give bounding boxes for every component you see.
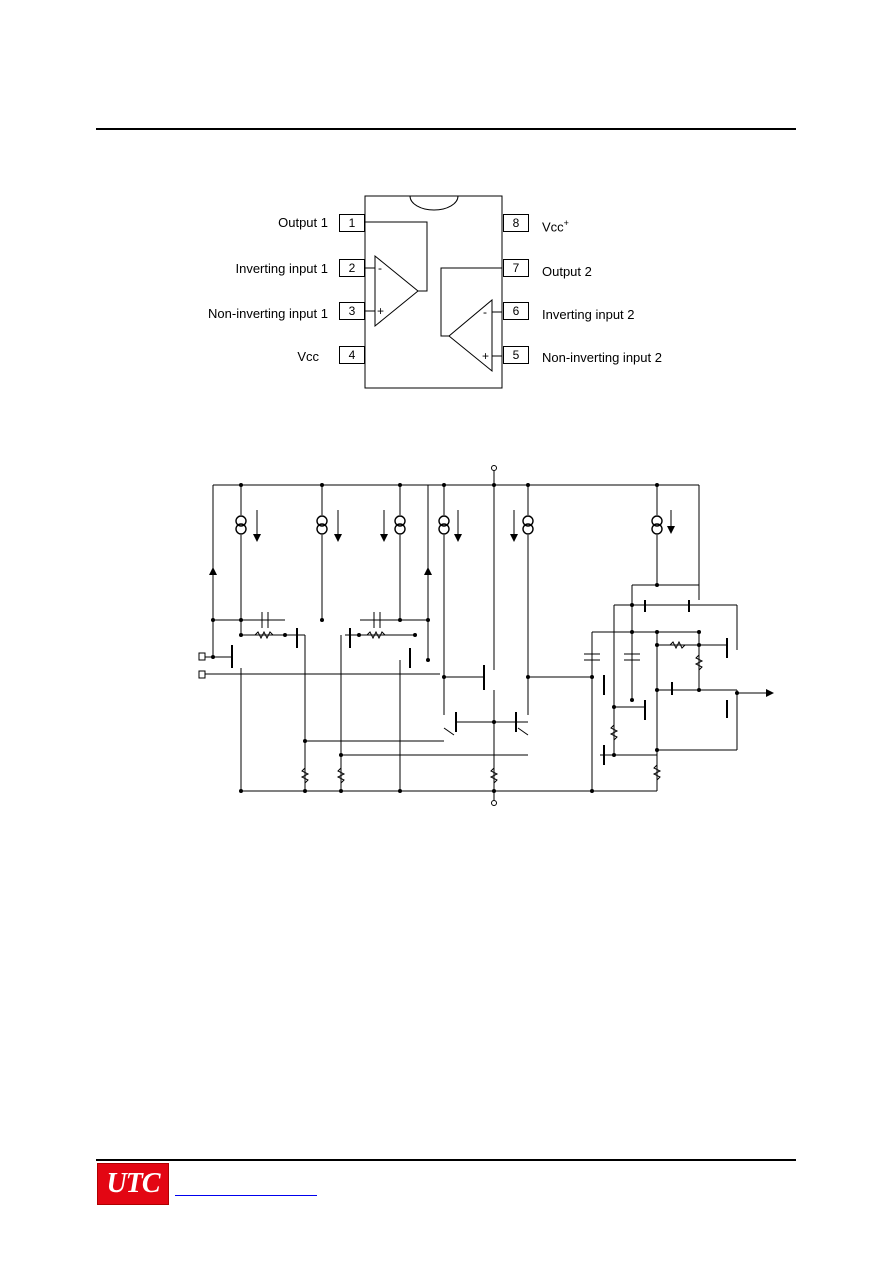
website-link-underline[interactable]	[175, 1195, 317, 1196]
pin-3-label: Non-inverting input 1	[208, 306, 328, 321]
pin-6-box: 6	[503, 302, 529, 320]
pin-4-label: Vcc	[297, 349, 319, 364]
pin-4-box: 4	[339, 346, 365, 364]
equivalent-circuit-schematic	[198, 465, 774, 806]
pin-3-box: 3	[339, 302, 365, 320]
utc-logo: UTC	[97, 1163, 169, 1205]
pin-2-label: Inverting input 1	[235, 261, 328, 276]
pin-8-label: Vcc+	[542, 218, 569, 235]
pin-2-box: 2	[339, 259, 365, 277]
pin-1-box: 1	[339, 214, 365, 232]
pin-1-label: Output 1	[278, 215, 328, 230]
opamp1-minus-sign: -	[378, 261, 382, 275]
pin-7-box: 7	[503, 259, 529, 277]
dip8-package-drawing: - + - +	[364, 195, 503, 389]
footer-rule	[96, 1159, 796, 1161]
pin-7-label: Output 2	[542, 264, 592, 279]
pin-5-label: Non-inverting input 2	[542, 350, 662, 365]
pin-5-box: 5	[503, 346, 529, 364]
opamp1-plus-sign: +	[377, 304, 384, 318]
pin-8-box: 8	[503, 214, 529, 232]
opamp2-minus-sign: -	[483, 305, 487, 319]
header-rule	[96, 128, 796, 130]
pin-6-label: Inverting input 2	[542, 307, 635, 322]
opamp2-plus-sign: +	[482, 349, 489, 363]
pin-8-label-superscript: +	[563, 218, 569, 228]
